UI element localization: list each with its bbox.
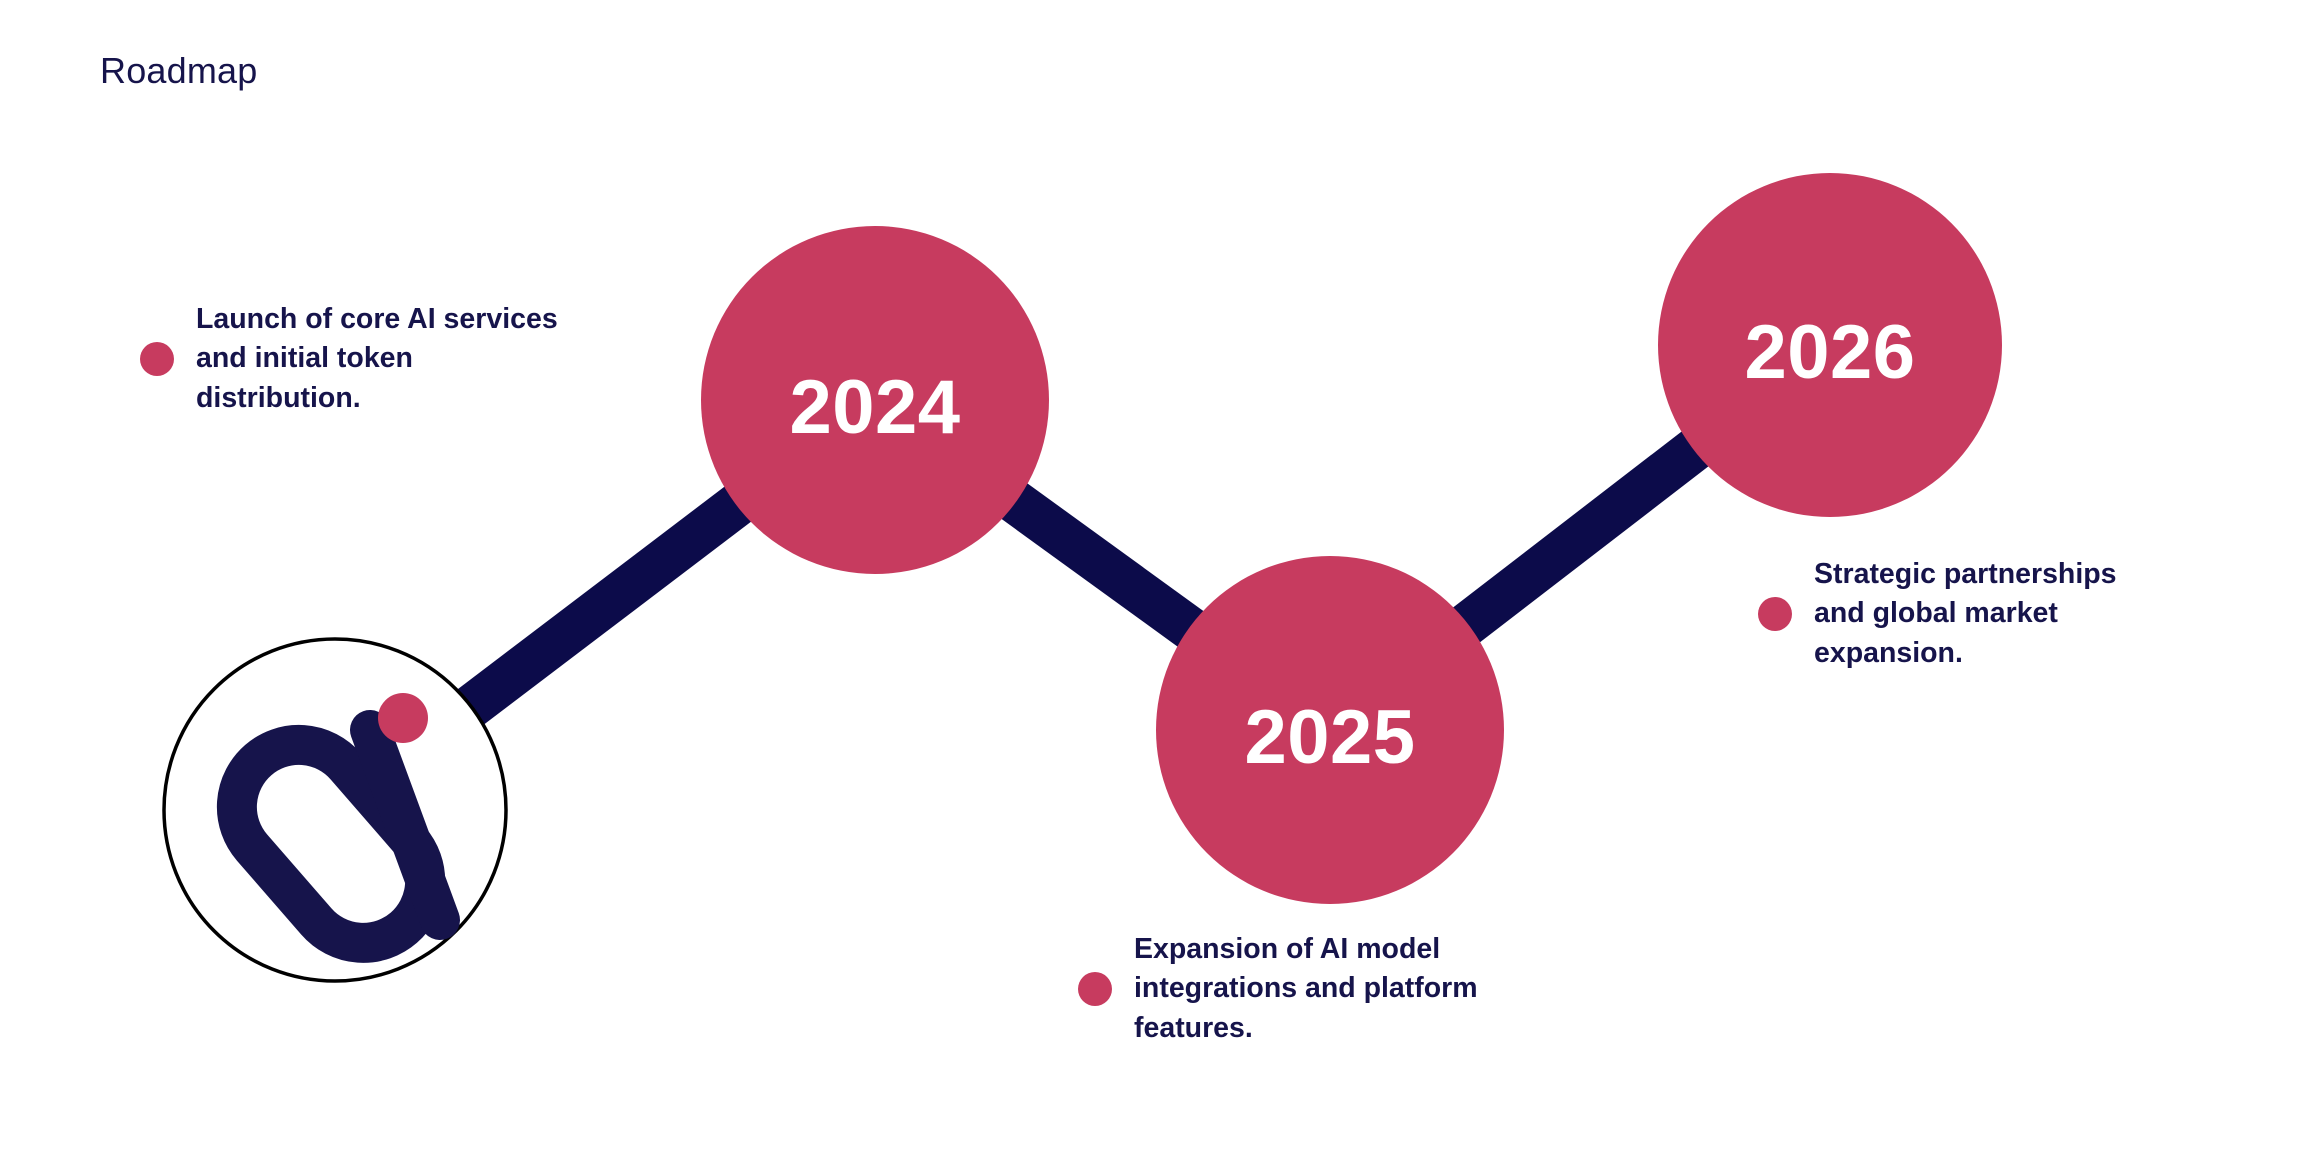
milestone-circle-2026[interactable] <box>1658 173 2002 517</box>
bullet-dot-icon <box>140 341 174 376</box>
bullet-dot-icon <box>1758 596 1792 631</box>
milestone-description-text-2025: Expansion of AI model integrations and p… <box>1134 933 1478 1044</box>
logo-node[interactable] <box>162 637 508 983</box>
milestone-description-text-2024: Launch of core AI services and initial t… <box>196 303 558 414</box>
page-title: Roadmap <box>100 50 258 91</box>
milestone-description-2025: Expansion of AI model integrations and p… <box>1078 930 1618 1048</box>
milestone-description-2026: Strategic partnerships and global market… <box>1758 555 2298 673</box>
milestone-description-text-2026: Strategic partnerships and global market… <box>1814 558 2117 669</box>
logo-dot-icon <box>378 693 428 743</box>
bullet-dot-icon <box>1078 971 1112 1006</box>
alpha-logo-icon <box>216 693 460 963</box>
milestone-description-2024: Launch of core AI services and initial t… <box>140 300 660 418</box>
milestone-circle-2025[interactable] <box>1156 556 1504 904</box>
milestone-circle-2024[interactable] <box>701 226 1049 574</box>
